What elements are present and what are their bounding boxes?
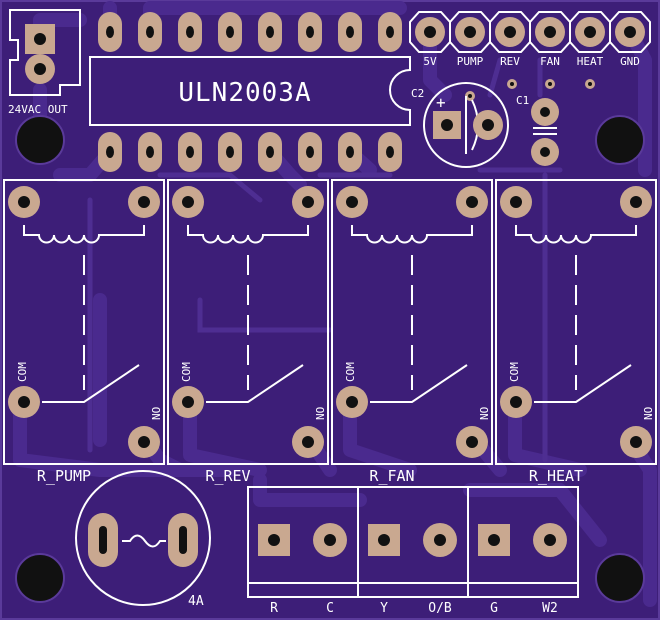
terminal-label: C (326, 601, 334, 616)
relay-pad (292, 186, 324, 218)
relay-com-label: COM (508, 362, 521, 382)
relay-r-heat: COM NO R_HEAT (495, 179, 657, 485)
ic-pin-pad (258, 12, 282, 52)
ic-pin-pad (218, 12, 242, 52)
relay-name-label: R_PUMP (37, 467, 91, 485)
ic-pin-pad (98, 132, 122, 172)
ic-pin-pad (258, 132, 282, 172)
switch-contact-icon (206, 364, 304, 403)
switch-contact-icon (534, 364, 632, 403)
ic-pin-pad (298, 12, 322, 52)
ic-pins (98, 12, 402, 172)
c1-label: C1 (516, 94, 529, 107)
terminal-label: Y (380, 601, 388, 616)
ic-pin-pad (138, 12, 162, 52)
relay-pad (620, 186, 652, 218)
relay-no-label: NO (314, 407, 327, 420)
header-pin: GND (609, 11, 651, 68)
relay-pad (172, 186, 204, 218)
fuse-rating: 4A (188, 594, 204, 609)
header-pin-label: HEAT (577, 55, 604, 68)
ic-pin-pad (138, 132, 162, 172)
power-connector: 24VAC OUT (8, 9, 81, 116)
relay-pad (128, 426, 160, 458)
relay-pad (128, 186, 160, 218)
c2-label: C2 (411, 87, 424, 100)
relay-coil-icon (187, 225, 309, 244)
relay-r-rev: COM NO R_REV (167, 179, 329, 485)
relay-pad (500, 186, 532, 218)
relays: COM NO R_PUMP COM NO R_REV COM NO R_FAN COM NO R_HE… (3, 179, 657, 485)
terminal-block: G W2 (467, 486, 579, 616)
header-pin-label: PUMP (457, 55, 484, 68)
ic-pin-pad (338, 132, 362, 172)
relay-r-pump: COM NO R_PUMP (3, 179, 165, 485)
relay-pad (456, 426, 488, 458)
header-pin-label: GND (620, 55, 640, 68)
c1-capacitor: C1 (516, 94, 559, 166)
terminal-label: W2 (542, 601, 558, 616)
ic-pin-pad (178, 12, 202, 52)
relay-coil-icon (351, 225, 473, 244)
switch-contact-icon (370, 364, 468, 403)
switch-contact-icon (42, 364, 140, 403)
ic-pin-pad (98, 12, 122, 52)
header-pin-label: FAN (540, 55, 560, 68)
ic-pin-pad (338, 12, 362, 52)
relay-name-label: R_FAN (369, 467, 414, 485)
ic-pin-pad (298, 132, 322, 172)
relay-com-label: COM (16, 362, 29, 382)
relay-no-label: NO (642, 407, 655, 420)
c2-polarity: + (436, 93, 446, 112)
relay-pad (172, 386, 204, 418)
relay-no-label: NO (478, 407, 491, 420)
relay-pad (336, 186, 368, 218)
relay-pad (620, 426, 652, 458)
relay-com-label: COM (180, 362, 193, 382)
relay-coil-icon (515, 225, 637, 244)
relay-pad (456, 186, 488, 218)
pin-header: 5V PUMP REV FAN HEAT GND (409, 11, 651, 68)
relay-r-fan: COM NO R_FAN (331, 179, 493, 485)
mounting-hole-icon (15, 115, 645, 603)
relay-no-label: NO (150, 407, 163, 420)
uln2003a-chip: ULN2003A (89, 56, 411, 126)
capacitor-symbol-icon: C2 + (411, 82, 509, 168)
fuse-symbol-icon (122, 534, 166, 548)
header-pin-label: 5V (423, 55, 437, 68)
ic-pin-pad (378, 132, 402, 172)
header-pin: REV (489, 11, 531, 68)
ic-pin-pad (218, 132, 242, 172)
terminal-label: G (490, 601, 498, 616)
ic-label: ULN2003A (178, 78, 311, 108)
relay-com-label: COM (344, 362, 357, 382)
header-pin: 5V (409, 11, 451, 68)
header-pin-label: REV (500, 55, 520, 68)
relay-pad (8, 186, 40, 218)
relay-pad (292, 426, 324, 458)
relay-pad (8, 386, 40, 418)
relay-pad (336, 386, 368, 418)
header-pin: FAN (529, 11, 571, 68)
header-pin: HEAT (569, 11, 611, 68)
relay-pad (500, 386, 532, 418)
relay-name-label: R_REV (205, 467, 250, 485)
relay-coil-icon (23, 225, 145, 244)
relay-name-label: R_HEAT (529, 467, 583, 485)
power-connector-label: 24VAC OUT (8, 103, 68, 116)
terminal-label: O/B (428, 601, 452, 616)
ic-pin-pad (378, 12, 402, 52)
header-pin: PUMP (449, 11, 491, 68)
terminal-label: R (270, 601, 278, 616)
fuse-holder: 4A (75, 470, 211, 609)
vias (465, 79, 595, 101)
ic-pin-pad (178, 132, 202, 172)
